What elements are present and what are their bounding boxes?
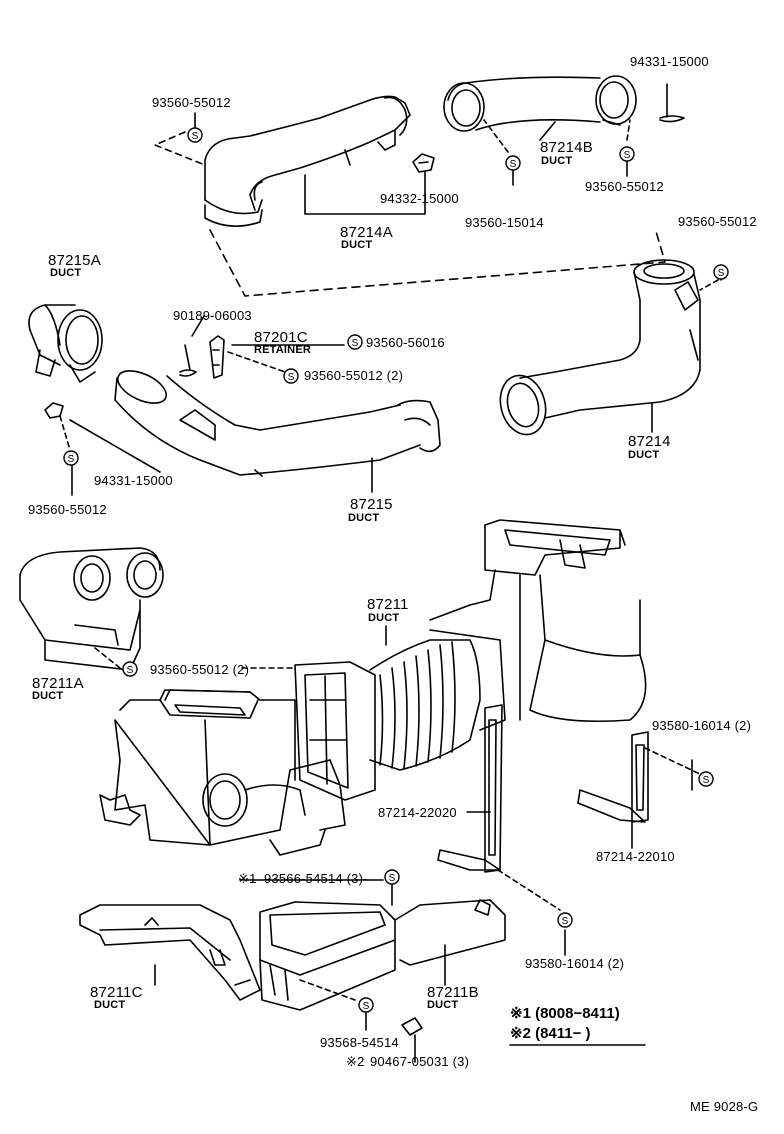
svg-text:S: S <box>389 873 396 884</box>
part-label-87211B: 87211B <box>427 984 479 1001</box>
duct-87214A-part <box>204 95 411 227</box>
duct-87215-part <box>114 370 441 477</box>
svg-text:S: S <box>68 454 75 465</box>
clip-94332-part <box>412 153 435 173</box>
part-label-93560-55012: 93560-55012 <box>28 502 107 517</box>
part-sublabel-duct: DUCT <box>541 155 573 167</box>
part-label-87201C: 87201C <box>254 329 308 346</box>
part-label-93580-16014-2: 93580-16014 (2) <box>525 956 625 971</box>
part-label-90467-05031-3: 90467-05031 (3) <box>370 1054 470 1069</box>
part-label-93566-54514-3: 93566-54514 (3)- <box>264 871 368 886</box>
variant-mark-1: ※1 <box>238 871 257 886</box>
clip-94331-left-part <box>44 402 64 419</box>
part-label-93560-55012-2: 93560-55012 (2) <box>150 662 250 677</box>
part-label-87211: 87211 <box>367 596 409 613</box>
part-sublabel-duct: DUCT <box>368 612 400 624</box>
screw-symbol-icon: S <box>619 146 635 162</box>
duct-87215A-part <box>28 304 103 383</box>
part-label-93560-55012: 93560-55012 <box>585 179 664 194</box>
svg-text:S: S <box>127 665 134 676</box>
screw-symbol-icon: S <box>713 264 729 280</box>
svg-text:S: S <box>718 268 725 279</box>
part-sublabel-duct: DUCT <box>348 512 380 524</box>
clip-94331-top-part <box>659 83 685 123</box>
part-label-93568-54514: 93568-54514 <box>320 1035 399 1050</box>
duct-87211B-part <box>259 899 506 1011</box>
part-label-93560-15014: 93560-15014 <box>465 215 544 230</box>
part-label-87215: 87215 <box>350 496 393 513</box>
part-label-87214B: 87214B <box>540 139 593 156</box>
part-label-87214A: 87214A <box>340 224 393 241</box>
diagram-code: ME 9028-G <box>690 1099 759 1114</box>
svg-text:S: S <box>510 159 517 170</box>
part-label-94332-15000: 94332-15000 <box>380 191 459 206</box>
screw-symbol-icon: S <box>283 368 299 384</box>
svg-text:S: S <box>192 131 199 142</box>
screw-symbol-icon: S <box>358 997 374 1013</box>
svg-text:S: S <box>703 775 710 786</box>
screw-symbol-icon: S <box>557 912 573 928</box>
part-sublabel-retainer: RETAINER <box>254 344 312 356</box>
part-label-93580-16014-2: 93580-16014 (2) <box>652 718 752 733</box>
part-label-90189-06003: 90189-06003 <box>173 308 252 323</box>
svg-text:S: S <box>363 1001 370 1012</box>
bracket-87214-22020-part <box>437 704 503 873</box>
part-label-93560-55012: 93560-55012 <box>152 95 231 110</box>
svg-text:S: S <box>288 372 295 383</box>
duct-87214-part <box>499 259 701 436</box>
part-label-94331-15000: 94331-15000 <box>630 54 709 69</box>
duct-87211A-part <box>19 547 164 671</box>
screw-symbol-icon: S <box>122 661 138 677</box>
part-sublabel-duct: DUCT <box>94 999 126 1011</box>
part-label-93560-56016: 93560-56016 <box>366 335 445 350</box>
screw-symbol-icon: S <box>505 155 521 171</box>
screw-symbol-icon: S <box>187 127 203 143</box>
part-label-94331-15000: 94331-15000 <box>94 473 173 488</box>
screw-symbol-icon: S <box>698 771 714 787</box>
part-sublabel-duct: DUCT <box>341 239 373 251</box>
legend-row-1: ※1 (8008−8411) <box>510 1005 620 1022</box>
variant-mark-2: ※2 <box>346 1054 365 1069</box>
heater-unit-87211-part <box>99 519 647 856</box>
legend-row-2: ※2 (8411− ) <box>510 1025 591 1042</box>
part-label-87214-22020: 87214-22020 <box>378 805 457 820</box>
bracket-87214-22010-part <box>577 731 649 823</box>
screw-symbol-icon: S <box>384 869 400 885</box>
svg-text:S: S <box>624 150 631 161</box>
part-sublabel-duct: DUCT <box>50 267 82 279</box>
svg-text:S: S <box>562 916 569 927</box>
part-label-87211A: 87211A <box>32 675 84 692</box>
svg-text:S: S <box>352 338 359 349</box>
part-label-87214-22010: 87214-22010 <box>596 849 675 864</box>
part-label-93560-55012: 93560-55012 <box>678 214 757 229</box>
part-sublabel-duct: DUCT <box>32 690 64 702</box>
screw-symbol-icon: S <box>63 450 79 466</box>
part-label-87215A: 87215A <box>48 252 101 269</box>
screw-symbol-icon: S <box>347 334 363 350</box>
part-label-87211C: 87211C <box>90 984 143 1001</box>
part-sublabel-duct: DUCT <box>628 449 660 461</box>
retainer-87201C-part <box>179 335 225 379</box>
part-sublabel-duct: DUCT <box>427 999 459 1011</box>
duct-87214B-part <box>443 75 637 132</box>
part-label-87214: 87214 <box>628 433 671 450</box>
part-label-93560-55012-2: 93560-55012 (2) <box>304 368 404 383</box>
duct-87211C-part <box>79 904 261 1001</box>
